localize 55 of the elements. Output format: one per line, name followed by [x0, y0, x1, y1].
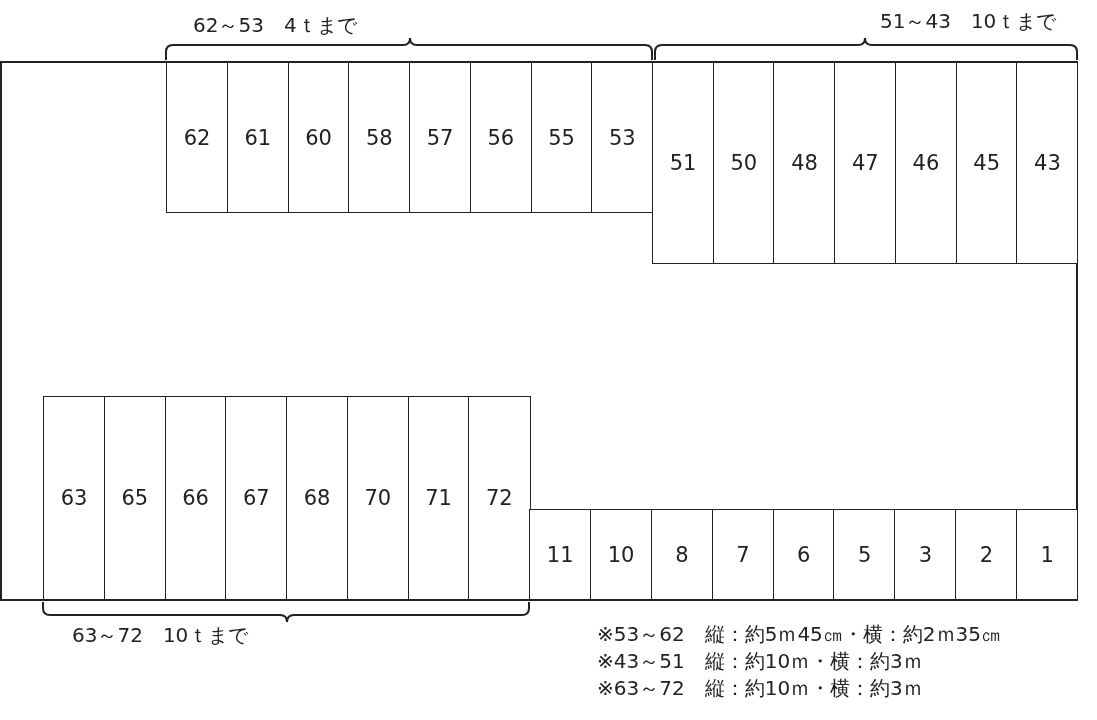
space-number: 60: [305, 125, 332, 150]
space-number: 58: [366, 125, 393, 150]
capacity-label: 63～72 10ｔまで: [72, 622, 249, 649]
space-number: 48: [791, 151, 818, 175]
space-number: 63: [60, 486, 88, 510]
parking-space: [591, 62, 654, 213]
space-number: 57: [426, 125, 454, 150]
space-number: 6: [797, 542, 811, 567]
size-note: ※43～51 縦：約10ｍ・横：約3ｍ: [597, 648, 923, 675]
parking-space: [834, 62, 897, 264]
parking-space: [409, 62, 472, 213]
parking-space: [286, 396, 349, 600]
space-number: 43: [1034, 151, 1061, 175]
parking-space: [773, 62, 836, 264]
space-number: 5: [857, 542, 872, 567]
space-number: 50: [730, 151, 758, 175]
parking-space: [894, 509, 957, 600]
space-number: 71: [425, 486, 452, 510]
space-number: 53: [609, 125, 636, 150]
space-number: 45: [973, 151, 1001, 175]
space-number: 70: [364, 486, 392, 510]
parking-space: [955, 509, 1018, 600]
parking-space: [225, 396, 288, 600]
parking-space: [833, 509, 896, 600]
space-number: 68: [303, 486, 331, 510]
space-number: 8: [675, 542, 689, 567]
parking-space: [348, 62, 411, 213]
parking-space: [1016, 509, 1079, 600]
space-number: 66: [182, 486, 209, 510]
parking-space: [652, 62, 715, 264]
space-number: 46: [912, 151, 940, 175]
size-note: ※53～62 縦：約5ｍ45㎝・横：約2ｍ35㎝: [597, 621, 1001, 648]
space-number: 62: [183, 125, 211, 150]
space-number: 65: [121, 486, 149, 510]
parking-space: [529, 509, 592, 600]
capacity-label: 62～53 4ｔまで: [193, 12, 357, 39]
space-number: 2: [979, 542, 994, 567]
space-number: 56: [487, 125, 515, 150]
capacity-label: 51～43 10ｔまで: [880, 8, 1057, 35]
parking-space: [468, 396, 531, 600]
space-number: 72: [486, 486, 513, 510]
parking-space: [43, 396, 106, 600]
space-number: 47: [851, 151, 879, 175]
size-note: ※63～72 縦：約10ｍ・横：約3ｍ: [597, 675, 923, 702]
space-number: 10: [607, 542, 635, 567]
space-number: 3: [918, 542, 933, 567]
space-number: 51: [669, 151, 697, 175]
space-number: 55: [548, 125, 575, 150]
space-number: 67: [243, 486, 270, 510]
space-number: 61: [244, 125, 272, 150]
parking-space: [166, 62, 229, 213]
space-number: 1: [1040, 542, 1054, 567]
space-number: 7: [736, 542, 750, 567]
space-number: 11: [546, 542, 574, 567]
parking-space: [1016, 62, 1079, 264]
